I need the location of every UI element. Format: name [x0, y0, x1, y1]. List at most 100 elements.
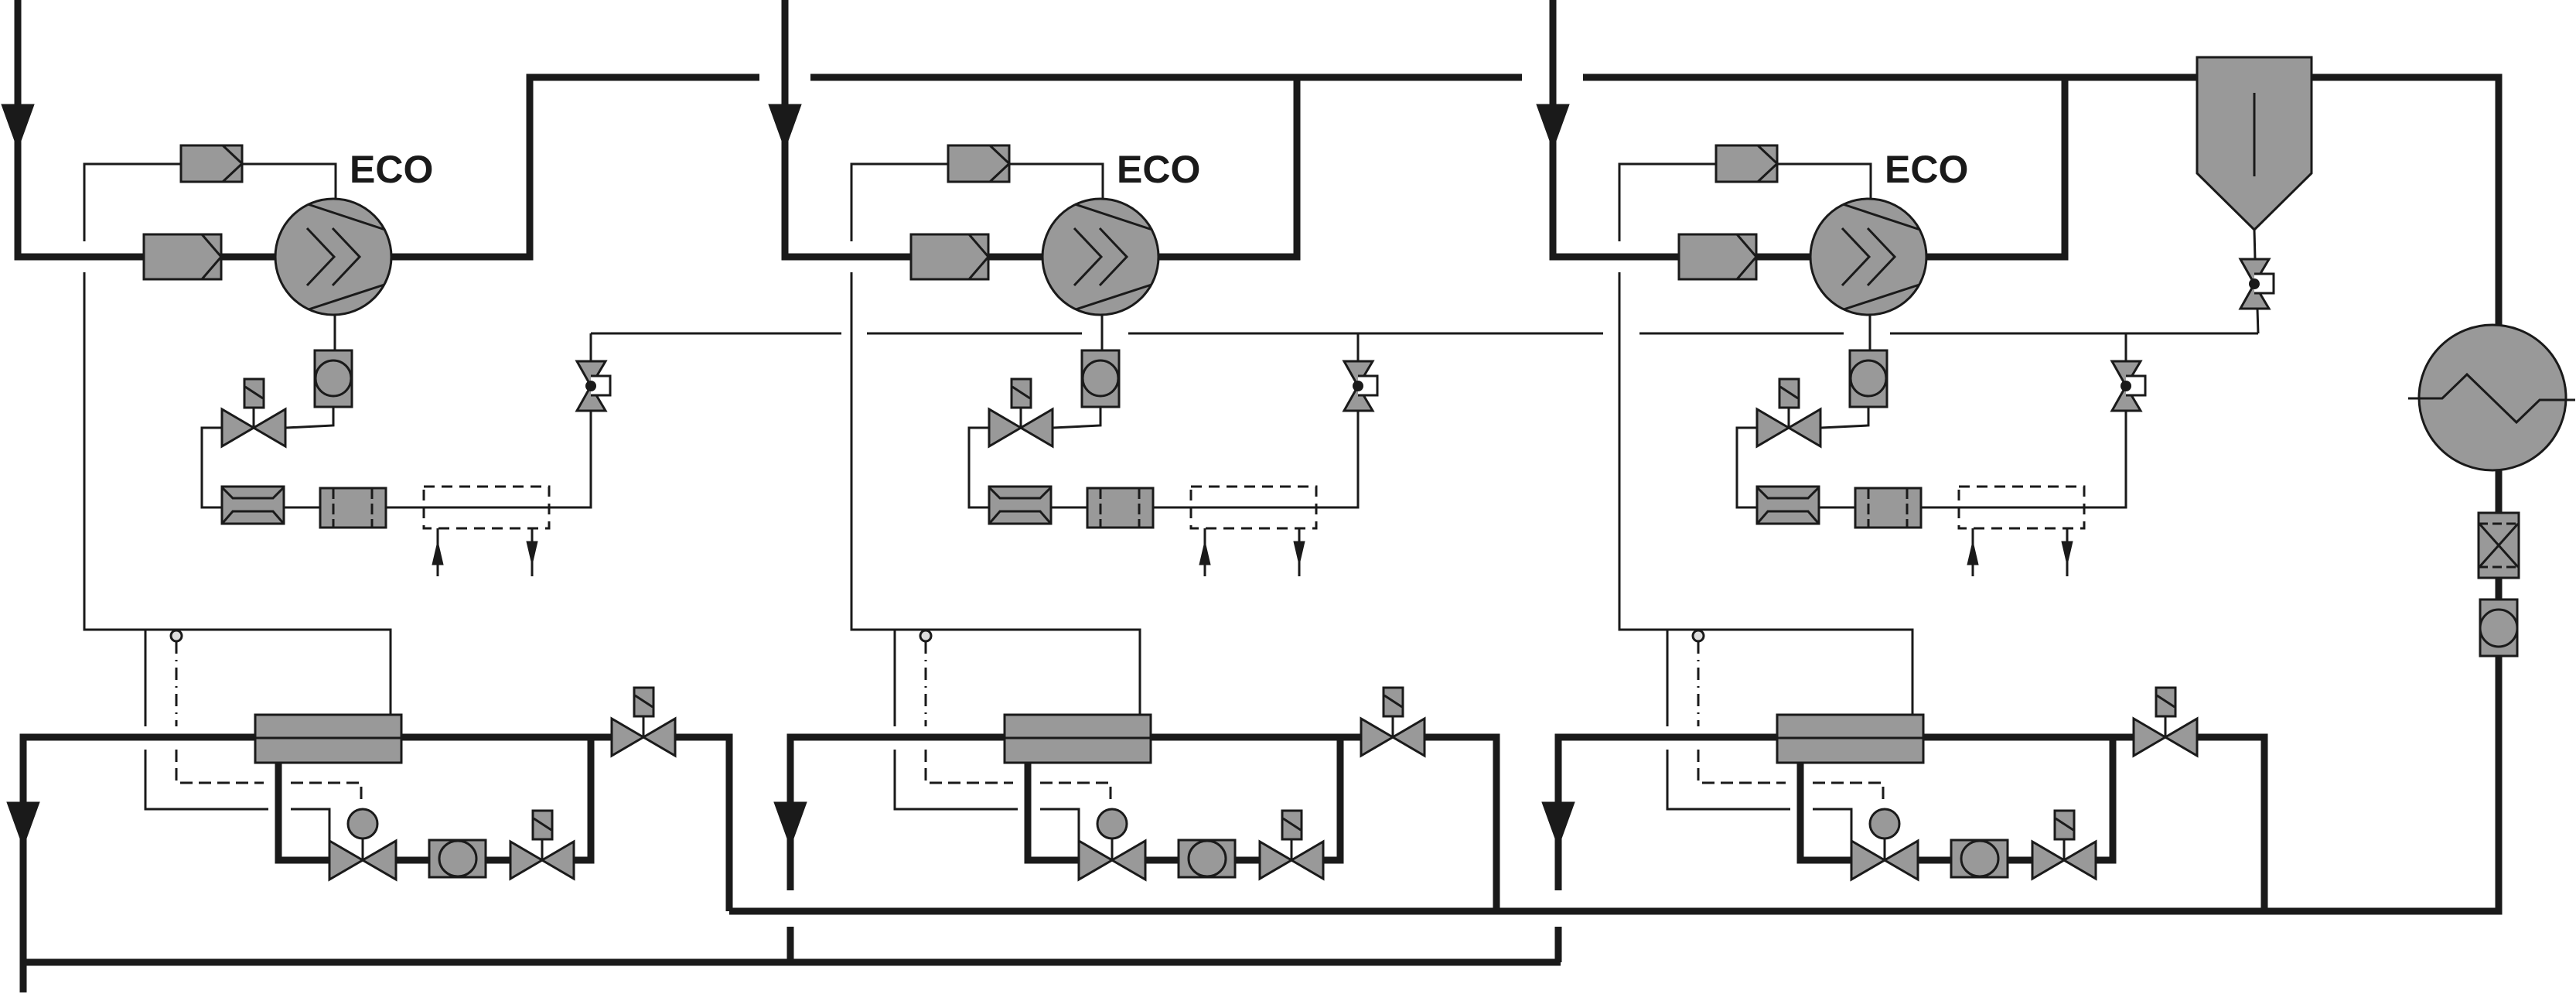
valve-left-triangle — [509, 839, 544, 881]
module-1 — [1, 0, 759, 992]
liquid-pipe-2 — [676, 733, 733, 911]
oil-filter-body — [319, 487, 387, 529]
flow-arrow-up-icon — [432, 541, 444, 565]
flow-arrow-up-icon — [1199, 541, 1211, 565]
oil-line-2 — [1053, 407, 1102, 429]
flow-arrow-down-icon — [773, 801, 807, 849]
compressor-chevron-1 — [1073, 227, 1104, 287]
filter-drier-inner-top — [988, 487, 1052, 500]
oil-return-valve — [2238, 258, 2275, 310]
check-valve — [179, 144, 244, 183]
solenoid-actuator — [1778, 377, 1800, 428]
thermostatic-expansion-valve — [1077, 808, 1147, 882]
valve-left-triangle — [1850, 839, 1887, 882]
valve-right-triangle — [641, 716, 677, 758]
oil-line-5 — [386, 411, 592, 509]
sight-glass-window — [1187, 839, 1227, 878]
liquid-inlet-pipe — [19, 733, 255, 992]
suction-filter — [142, 233, 223, 281]
valve-right-triangle — [1786, 407, 1822, 449]
check-valve-body — [142, 233, 223, 281]
solenoid-coil-diagonal — [244, 385, 264, 400]
oil-line-3 — [967, 426, 989, 509]
liquid-solenoid-valve — [610, 686, 677, 758]
oil-expansion-valve — [2110, 360, 2147, 412]
injection-pipe-4 — [1323, 737, 1344, 864]
condenser — [2408, 323, 2575, 472]
sight-glass-window — [1849, 359, 1888, 398]
injection-line-end — [1813, 808, 1853, 841]
oil-filter-drier — [1755, 485, 1820, 525]
module-3 — [1536, 0, 2268, 962]
capillary-end — [1040, 781, 1112, 802]
bypass-line-right — [1777, 162, 1872, 199]
solenoid-actuator — [1010, 377, 1032, 428]
scroll-compressor — [1041, 197, 1160, 316]
oil-line-2 — [1820, 407, 1870, 429]
solenoid-coil — [1010, 377, 1032, 409]
suction-inlet — [1, 0, 275, 261]
module-1-eco-label: ECO — [350, 148, 433, 191]
flow-arrow-down-icon — [1, 104, 35, 151]
plate-heat-exchanger — [1003, 713, 1152, 764]
valve-bottom-triangle — [2110, 384, 2143, 412]
check-valve-body — [1714, 144, 1779, 183]
capillary-end — [291, 781, 363, 802]
liquid-inlet-pipe — [786, 733, 1005, 890]
shared-equipment — [2196, 56, 2575, 658]
filter-drier-inner-bottom — [1756, 510, 1820, 524]
liquid-pipe-2 — [1425, 733, 1500, 911]
pipe-network — [23, 73, 2503, 966]
sensor-bulb — [169, 629, 183, 643]
flow-arrow-down-icon — [768, 104, 802, 151]
compressor-outlet-line — [1075, 283, 1152, 311]
injection-pipe-4 — [574, 737, 595, 864]
oil-filter — [319, 487, 387, 529]
valve-right-triangle — [2163, 716, 2199, 758]
injection-pipe-4 — [2096, 737, 2117, 864]
injection-line-end — [1040, 808, 1080, 841]
sensor-line — [850, 272, 1141, 715]
solenoid-coil-diagonal — [1012, 385, 1031, 400]
valve-right-triangle — [360, 839, 397, 882]
compressor-chevron-1 — [1841, 227, 1871, 287]
check-valve-body — [1677, 233, 1758, 281]
condenser-coil-icon — [2408, 372, 2575, 425]
suction-inlet-pipe — [14, 0, 275, 261]
module-2-eco-label: ECO — [1117, 148, 1200, 191]
bypass-line-right — [1009, 162, 1104, 199]
solenoid-actuator — [633, 686, 655, 736]
injection-pipe-1 — [1796, 763, 1851, 864]
liquid-solenoid-valve — [2132, 686, 2199, 758]
flow-arrow-up-icon — [1967, 541, 1979, 565]
compressor-outlet-line — [1843, 283, 1920, 311]
separator-drain-line — [2253, 229, 2257, 260]
solenoid-coil-diagonal — [2156, 694, 2175, 709]
solenoid-coil — [1778, 377, 1800, 409]
liquid-solenoid-valve — [1360, 686, 1426, 758]
injection-line-lower — [893, 750, 1018, 811]
injection-pipe-1 — [275, 763, 329, 864]
valve-right-triangle — [1110, 839, 1147, 882]
injection-pipe-1 — [1024, 763, 1079, 864]
compressor-chevron-2 — [1098, 227, 1129, 287]
solenoid-actuator — [243, 377, 265, 428]
compressor-outlet-line — [308, 283, 385, 311]
liquid-pipe-2 — [2198, 733, 2268, 911]
compressor-chevron-2 — [331, 227, 362, 287]
thermostatic-expansion-valve — [328, 808, 397, 882]
sight-glass-window — [314, 359, 353, 398]
compressor-chevron-2 — [1866, 227, 1897, 287]
check-valve-body — [909, 233, 990, 281]
oil-cooler-housing — [422, 485, 551, 530]
oil-solenoid-valve — [220, 377, 287, 449]
suction-inlet-pipe — [781, 0, 1042, 261]
solenoid-coil-diagonal — [634, 694, 653, 709]
capillary-lower — [175, 750, 264, 784]
valve-left-triangle — [1755, 407, 1791, 449]
oil-line-3 — [200, 426, 222, 509]
sight-glass-window — [438, 839, 478, 878]
check-valve-body — [947, 144, 1011, 183]
valve-bottom-triangle — [575, 384, 608, 412]
sensor-bulb — [919, 629, 933, 643]
